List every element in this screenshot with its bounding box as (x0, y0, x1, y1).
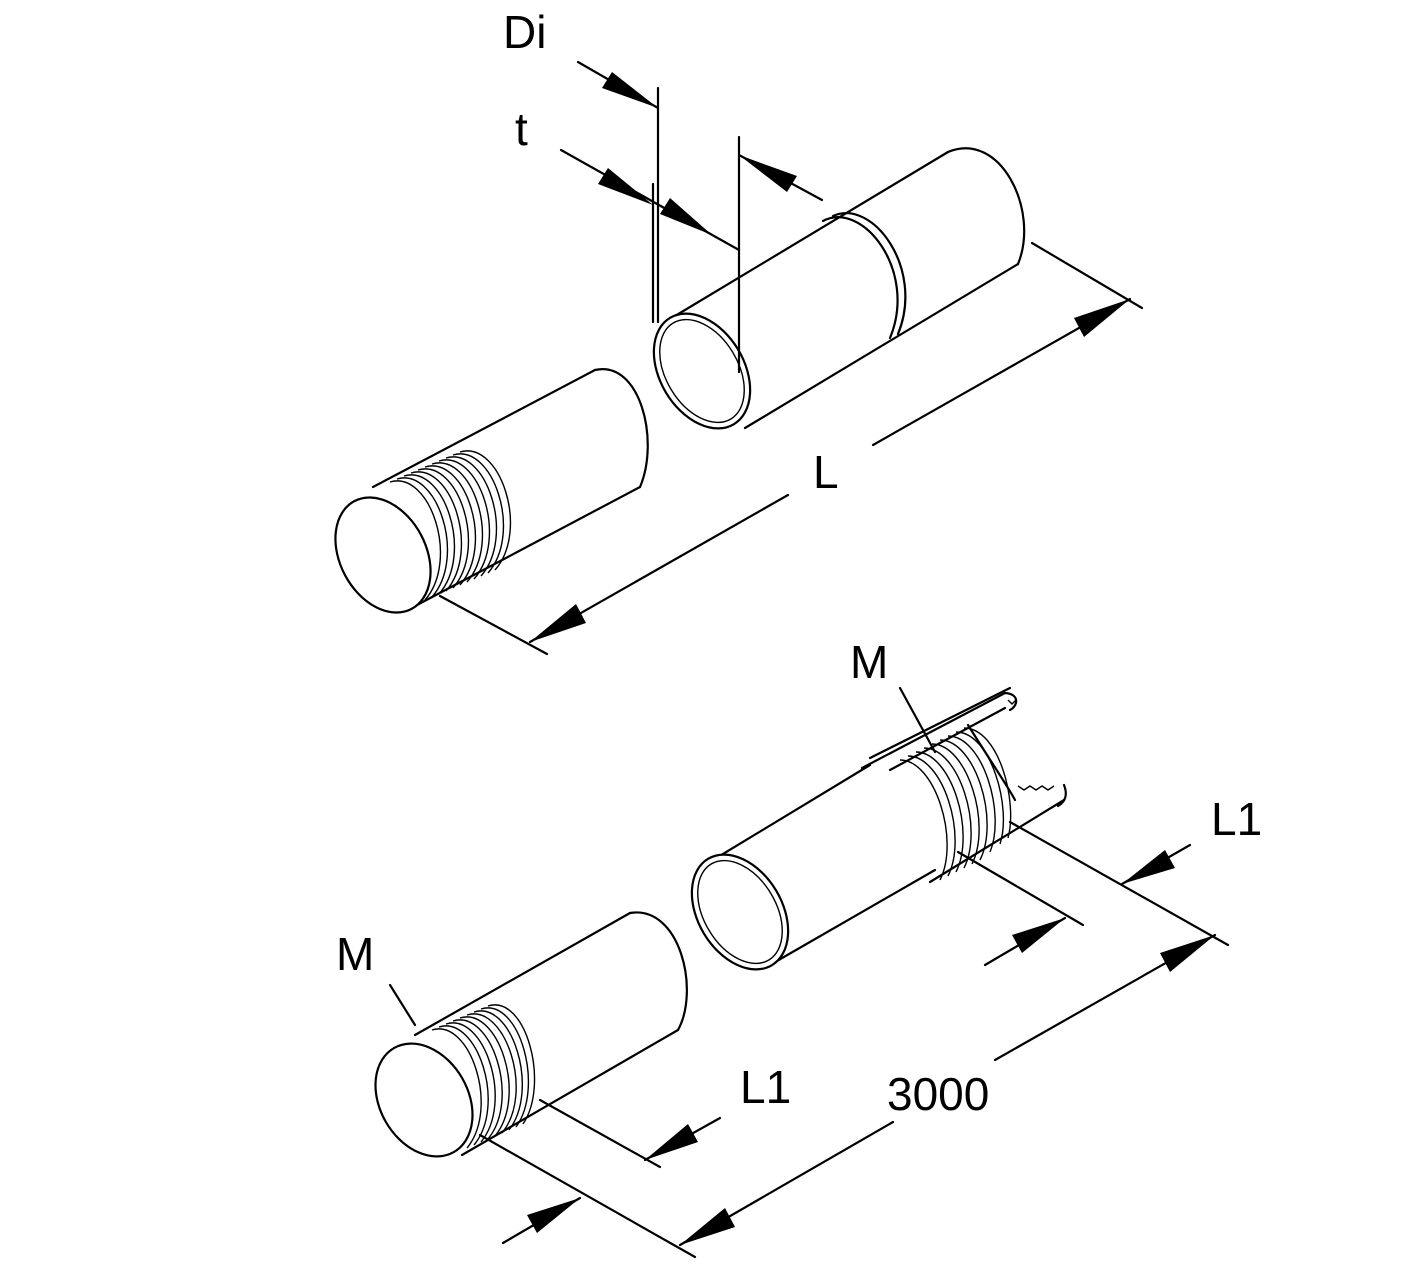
label-m-bottom: M (336, 928, 374, 980)
l-arrow-left (530, 604, 586, 642)
l1-left-arrow-top (645, 1124, 698, 1160)
label-l1-right: L1 (1211, 793, 1262, 845)
l1-right-arrow-bottom (1012, 918, 1065, 953)
m-bottom-leader (388, 983, 417, 1027)
label-t: t (515, 103, 528, 155)
label-l: L (813, 446, 839, 498)
l-dimension (438, 241, 1144, 656)
label-m-top: M (850, 636, 888, 688)
label-di: Di (503, 6, 546, 58)
di-arrow (602, 72, 658, 108)
length-dimension (678, 933, 1217, 1247)
l1-right-arrow-top (1122, 850, 1175, 884)
l-arrow-right (1074, 299, 1130, 337)
t-arrow-top (739, 155, 797, 192)
l1-left-arrow-bottom (527, 1198, 580, 1233)
length-arrow-left (680, 1208, 735, 1245)
t-arrow-right (660, 198, 712, 235)
thread-lines-bottom (431, 1004, 536, 1149)
l1-right-dimension (956, 820, 1230, 967)
l1-left-dimension (478, 1098, 722, 1259)
t-arrow-left (598, 168, 653, 205)
m-top-leader (898, 686, 937, 754)
di-t-dimension (559, 60, 824, 374)
length-arrow-right (1160, 935, 1215, 972)
sleeve-thread-lines (899, 727, 1012, 881)
top-left-pipe (334, 368, 649, 614)
top-right-pipe (652, 147, 1026, 430)
bottom-right-pipe (690, 686, 1067, 971)
label-length: 3000 (887, 1068, 989, 1120)
label-l1-left: L1 (740, 1061, 791, 1113)
bottom-left-pipe (374, 911, 688, 1158)
thread-lines-top (389, 450, 512, 601)
